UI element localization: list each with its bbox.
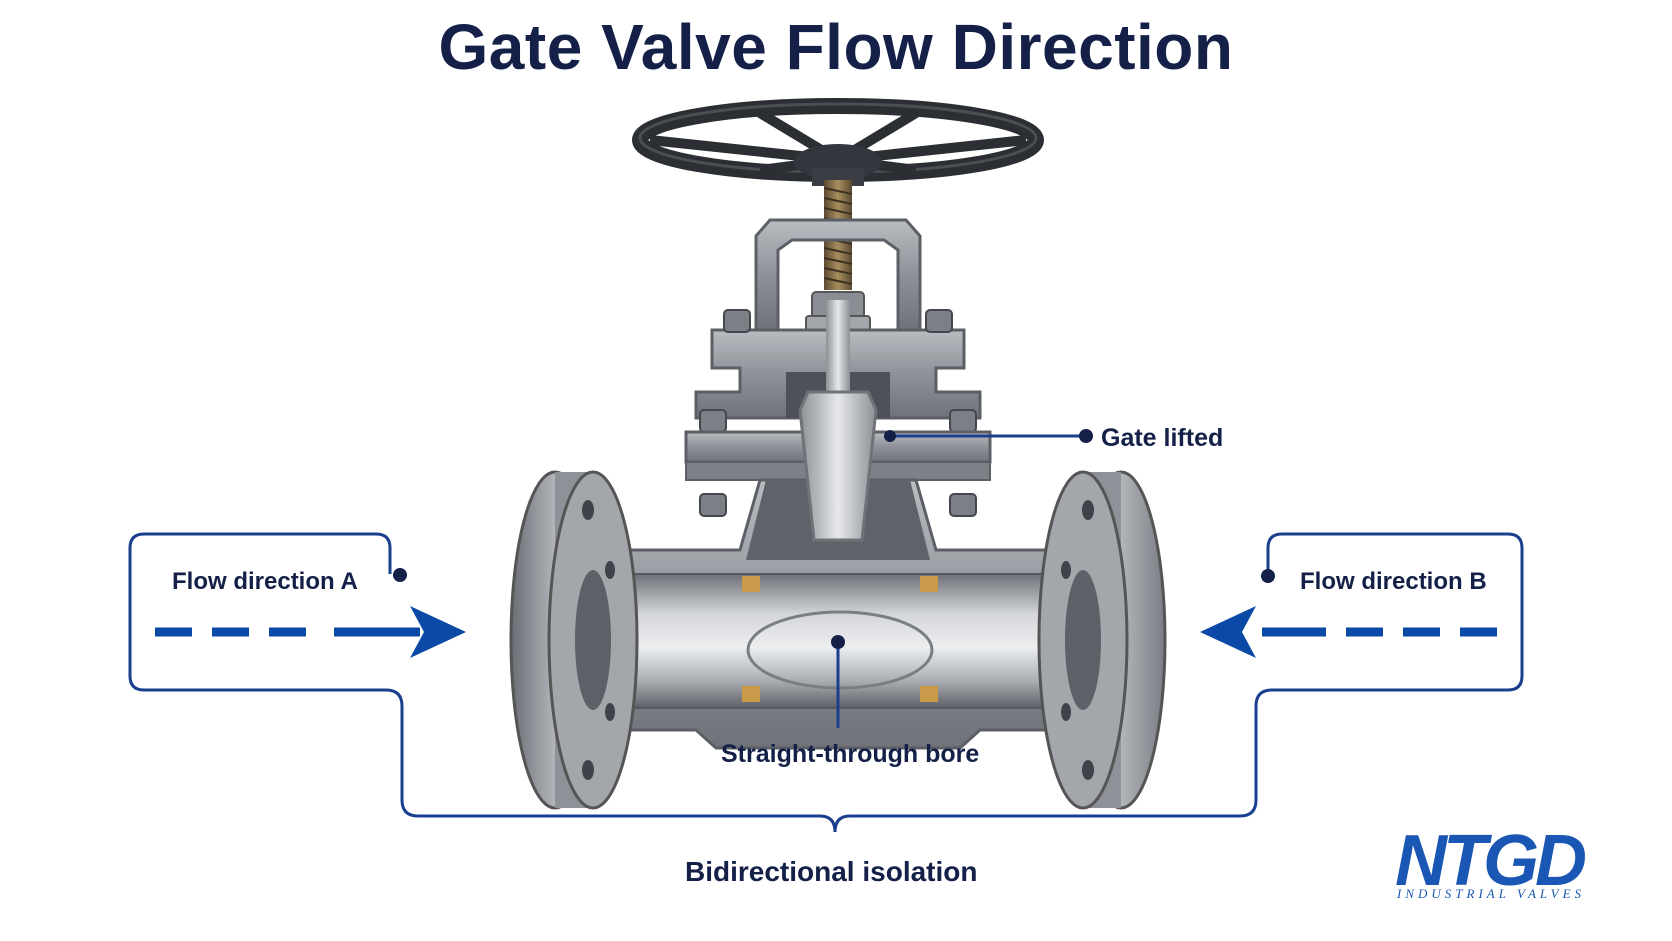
straight-through-bore-label: Straight-through bore	[721, 740, 979, 769]
gate-lifted-label: Gate lifted	[1101, 424, 1223, 453]
flow-direction-b-label: Flow direction B	[1300, 568, 1487, 596]
left-flange	[511, 472, 637, 808]
ntgd-logo: NTGD INDUSTRIAL VALVES	[1395, 820, 1655, 910]
bidirectional-isolation-label: Bidirectional isolation	[685, 856, 977, 888]
handwheel	[640, 104, 1036, 186]
flow-arrow-a	[155, 606, 466, 658]
callout-bore-dot	[831, 635, 845, 649]
callout-flow-b-dot	[1261, 569, 1275, 583]
callout-gate-dot-left	[884, 430, 896, 442]
callout-gate-dot-right	[1079, 429, 1093, 443]
flow-direction-a-label: Flow direction A	[172, 568, 358, 596]
isolation-bracket-tip	[820, 816, 850, 832]
right-flange	[1039, 472, 1165, 808]
logo-subtitle: INDUSTRIAL VALVES	[1397, 886, 1585, 902]
callout-flow-a-dot	[393, 568, 407, 582]
flow-arrow-b	[1200, 606, 1497, 658]
